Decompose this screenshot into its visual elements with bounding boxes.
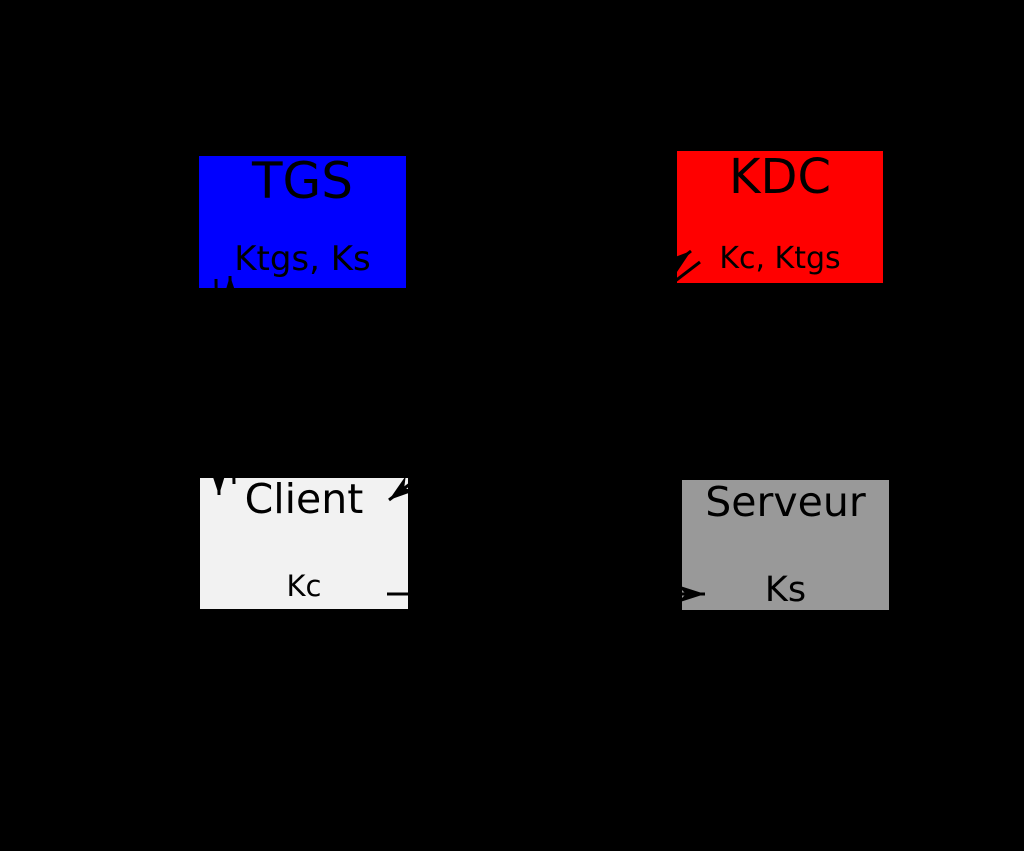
node-client-keys: Kc	[286, 569, 322, 603]
arrow-client-to-kdc	[411, 249, 692, 474]
arrow-client-to-tgs	[221, 275, 240, 485]
node-kdc-title: KDC	[729, 149, 831, 205]
arrow-tgs-to-client	[209, 278, 228, 496]
node-kdc-keys: Kc, Ktgs	[719, 241, 841, 276]
node-client: Client Kc	[200, 478, 408, 609]
node-tgs: TGS Ktgs, Ks	[199, 156, 406, 288]
node-client-title: Client	[244, 475, 364, 523]
node-serveur-title: Serveur	[705, 478, 866, 526]
node-tgs-title: TGS	[251, 152, 354, 210]
node-serveur-keys: Ks	[764, 570, 807, 610]
arrow-kdc-to-client	[388, 260, 701, 502]
node-tgs-keys: Ktgs, Ks	[234, 239, 371, 279]
node-serveur: Serveur Ks	[682, 480, 889, 610]
node-kdc: KDC Kc, Ktgs	[677, 151, 883, 283]
